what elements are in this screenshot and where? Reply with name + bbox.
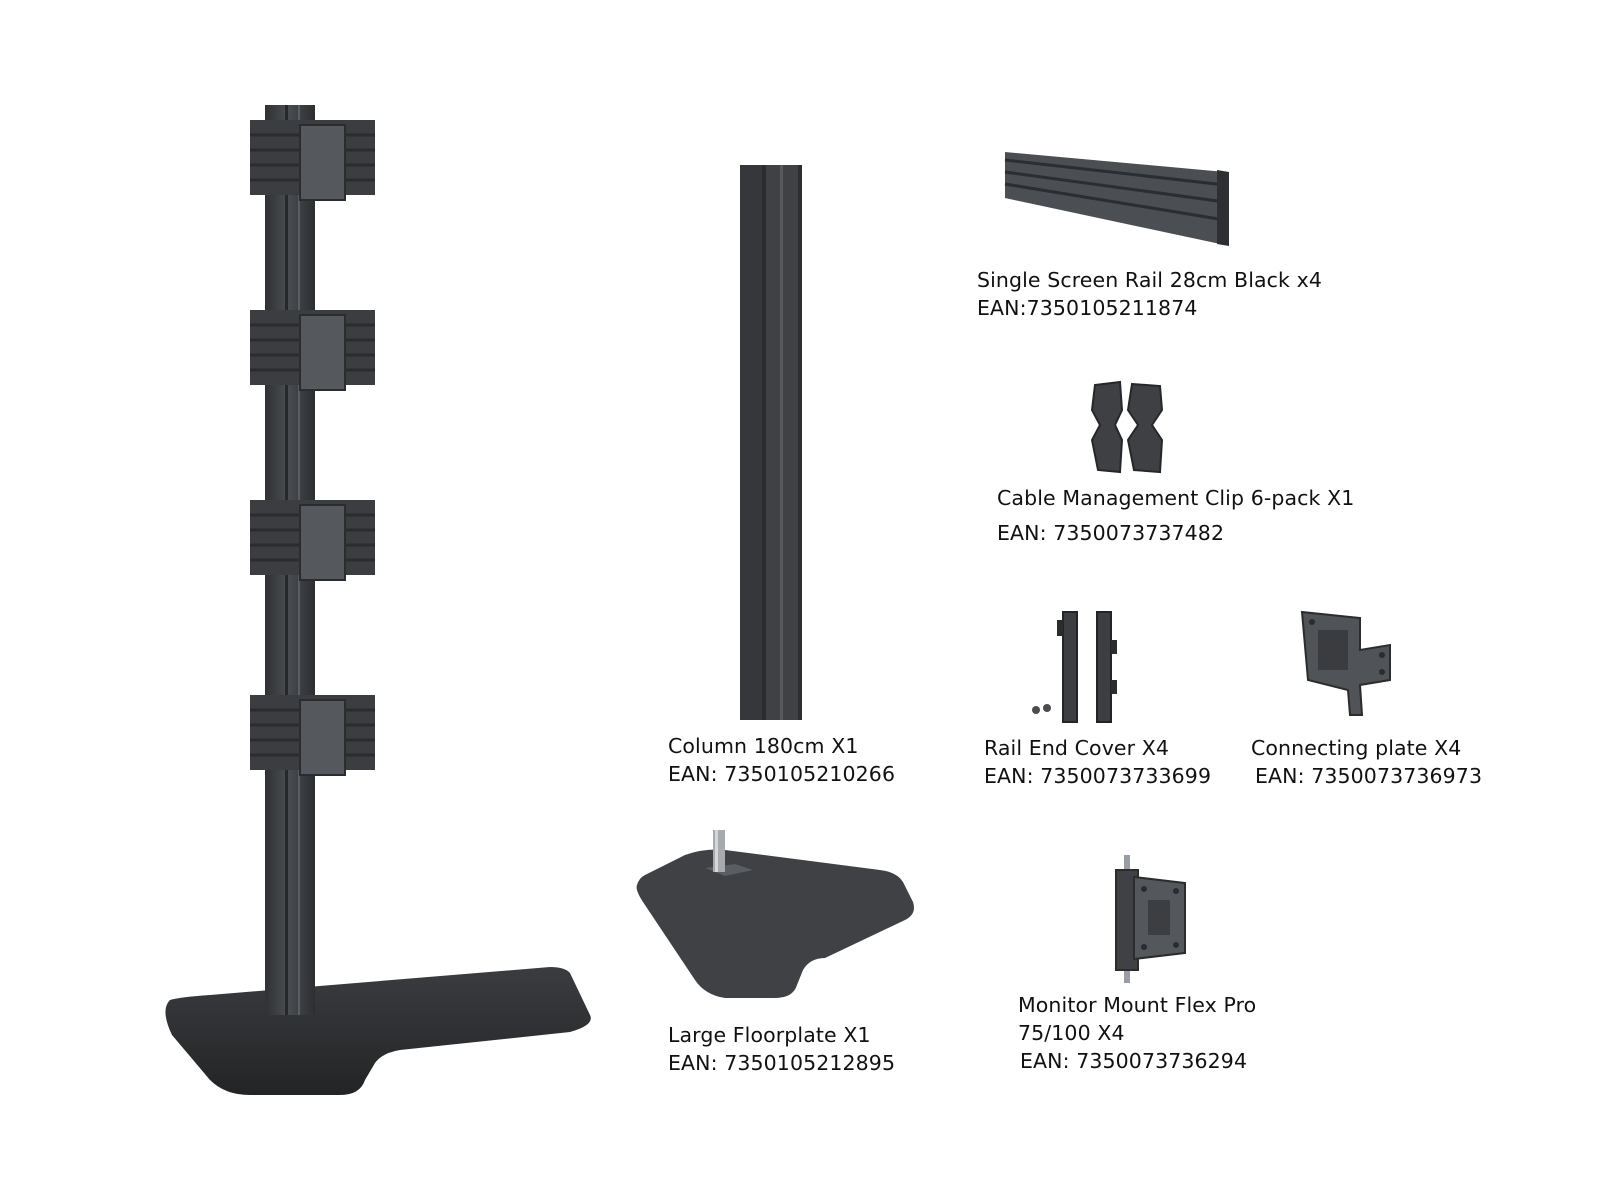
assembled-rail-3: [250, 500, 375, 581]
rail-end-cover-label: Rail End Cover X4 EAN: 7350073733699: [984, 734, 1211, 790]
part-name: Rail End Cover X4: [984, 736, 1170, 760]
assembled-stand-illustration: [165, 105, 591, 1095]
part-name: Single Screen Rail 28cm Black x4: [977, 268, 1322, 292]
large-floorplate-label: Large Floorplate X1 EAN: 7350105212895: [668, 1021, 895, 1077]
cable-management-clip-label: Cable Management Clip 6-pack X1: [997, 484, 1354, 512]
part-ean: EAN:7350105211874: [977, 296, 1198, 320]
large-floorplate-illustration: [636, 830, 914, 998]
cable-management-clip-ean: EAN: 7350073737482: [997, 519, 1224, 547]
assembled-rail-1: [250, 120, 375, 201]
column-illustration: [740, 165, 802, 720]
part-ean: EAN: 7350073736294: [1020, 1049, 1248, 1073]
cable-management-clip-illustration: [1090, 380, 1164, 474]
part-ean: EAN: 7350073737482: [997, 521, 1225, 545]
part-ean: EAN: 7350073733699: [984, 764, 1212, 788]
part-name: Column 180cm X1: [668, 734, 859, 758]
part-name: Monitor Mount Flex Pro: [1018, 993, 1257, 1017]
part-name-line2: 75/100 X4: [1018, 1021, 1125, 1045]
part-ean: EAN: 7350073736973: [1255, 764, 1483, 788]
part-ean: EAN: 7350105210266: [668, 762, 896, 786]
connecting-plate-label: Connecting plate X4 EAN: 7350073736973: [1251, 734, 1482, 790]
connecting-plate-illustration: [1300, 610, 1391, 716]
monitor-mount-label: Monitor Mount Flex Pro 75/100 X4 EAN: 73…: [1018, 991, 1256, 1075]
single-screen-rail-label: Single Screen Rail 28cm Black x4 EAN:735…: [977, 266, 1322, 322]
monitor-mount-illustration: [1115, 855, 1186, 983]
assembled-rail-4: [250, 695, 375, 776]
assembled-rail-2: [250, 310, 375, 391]
part-name: Cable Management Clip 6-pack X1: [997, 486, 1355, 510]
part-name: Connecting plate X4: [1251, 736, 1462, 760]
rail-end-cover-illustration: [1032, 611, 1117, 723]
column-label: Column 180cm X1 EAN: 7350105210266: [668, 732, 895, 788]
single-screen-rail-illustration: [1004, 152, 1229, 246]
part-ean: EAN: 7350105212895: [668, 1051, 896, 1075]
part-name: Large Floorplate X1: [668, 1023, 871, 1047]
